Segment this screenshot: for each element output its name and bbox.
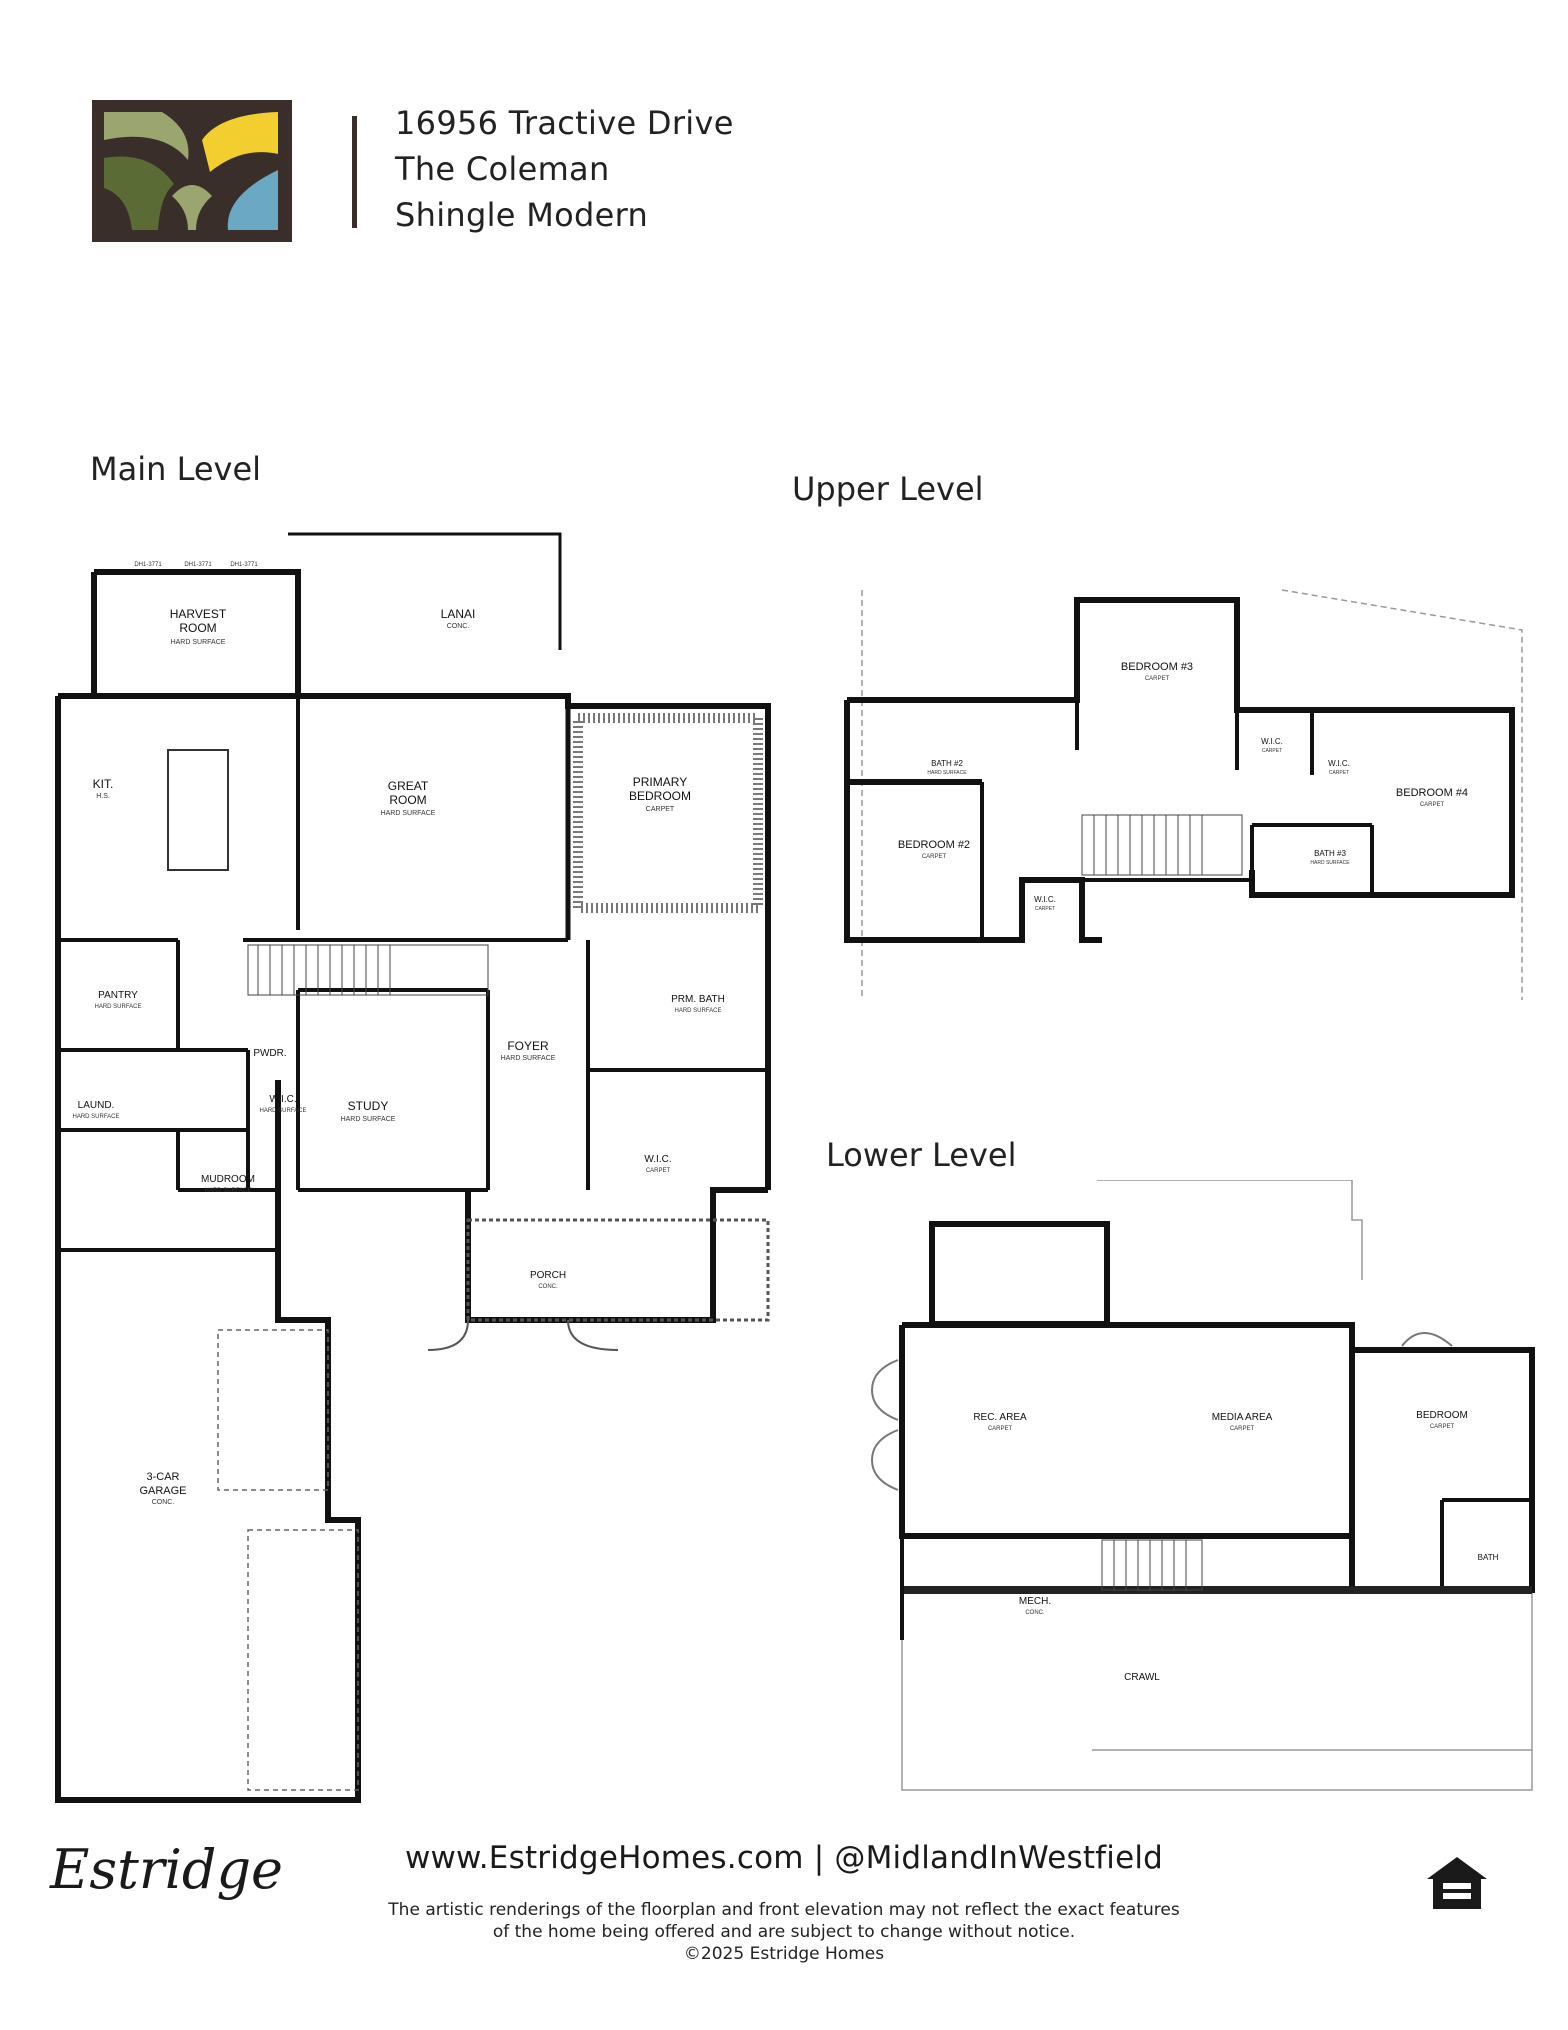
mudroom-label: MUDROOM: [201, 1174, 255, 1185]
svg-text:HARD SURFACE: HARD SURFACE: [171, 639, 226, 646]
kitchen-label: KIT.: [93, 777, 114, 791]
wic-upper-3-label: W.I.C.: [1034, 895, 1056, 904]
svg-text:HARD SURFACE: HARD SURFACE: [94, 1004, 141, 1010]
svg-text:HARD SURFACE: HARD SURFACE: [381, 810, 436, 817]
svg-text:CARPET: CARPET: [1262, 748, 1282, 754]
main-level-title: Main Level: [90, 450, 262, 488]
wic-study-label: W.I.C.: [269, 1094, 296, 1105]
bath-lower-label: BATH: [1478, 1553, 1499, 1562]
harvest-room-label: HARVEST: [170, 607, 227, 621]
svg-text:CARPET: CARPET: [1430, 1424, 1455, 1430]
svg-text:H.S.: H.S.: [96, 793, 110, 800]
primary-bath-label: PRM. BATH: [671, 994, 725, 1005]
laundry-label: LAUND.: [78, 1100, 115, 1111]
rec-area-label: REC. AREA: [973, 1412, 1027, 1423]
svg-text:DH1-3771: DH1-3771: [230, 562, 258, 568]
estridge-wordmark: Estridge: [40, 1832, 300, 1916]
main-level-plan: HARVEST ROOM HARD SURFACE LANAI CONC. KI…: [48, 490, 788, 1840]
svg-text:HARD SURFACE: HARD SURFACE: [341, 1116, 396, 1123]
window-tag: DH1-3771: [134, 562, 162, 568]
bedroom-2-label: BEDROOM #2: [898, 839, 970, 851]
svg-text:CARPET: CARPET: [1145, 676, 1170, 682]
svg-text:HARD SURFACE: HARD SURFACE: [1310, 860, 1350, 866]
svg-text:HARD SURFACE: HARD SURFACE: [501, 1055, 556, 1062]
wic-upper-2-label: W.I.C.: [1328, 759, 1350, 768]
mech-label: MECH.: [1019, 1596, 1051, 1607]
svg-text:CARPET: CARPET: [646, 1168, 671, 1174]
study-label: STUDY: [348, 1099, 389, 1113]
style-name: Shingle Modern: [395, 196, 649, 234]
lower-level-plan: REC. AREA CARPET MEDIA AREA CARPET BEDRO…: [842, 1180, 1542, 1820]
great-room-label: GREAT: [388, 779, 429, 793]
lower-level-title: Lower Level: [826, 1136, 1017, 1174]
garage-label: 3-CAR: [146, 1471, 179, 1483]
disclaimer-line-2: of the home being offered and are subjec…: [492, 1922, 1076, 1942]
lanai-label: LANAI: [441, 607, 476, 621]
svg-text:CONC.: CONC.: [538, 1284, 558, 1290]
svg-text:CARPET: CARPET: [922, 854, 947, 860]
midland-m-logo-icon: [92, 100, 292, 246]
svg-text:CONC.: CONC.: [1025, 1610, 1045, 1616]
svg-text:CONC.: CONC.: [447, 623, 470, 630]
bedroom-lower-label: BEDROOM: [1416, 1410, 1468, 1421]
svg-text:CARPET: CARPET: [988, 1426, 1013, 1432]
svg-text:CARPET: CARPET: [646, 806, 675, 813]
svg-text:BEDROOM: BEDROOM: [629, 789, 691, 803]
svg-text:HARD SURFACE: HARD SURFACE: [259, 1108, 306, 1114]
upper-level-plan: BEDROOM #3 CARPET BATH #2 HARD SURFACE W…: [842, 560, 1532, 1010]
upper-level-title: Upper Level: [792, 470, 984, 508]
model-name: The Coleman: [395, 150, 610, 188]
equal-housing-icon: [1425, 1855, 1489, 1915]
media-area-label: MEDIA AREA: [1212, 1412, 1273, 1423]
porch-label: PORCH: [530, 1270, 566, 1281]
svg-text:CARPET: CARPET: [1230, 1426, 1255, 1432]
crawl-label: CRAWL: [1124, 1672, 1160, 1683]
svg-text:GARAGE: GARAGE: [139, 1485, 186, 1497]
address-line: 16956 Tractive Drive: [395, 104, 734, 142]
svg-text:HARD SURFACE: HARD SURFACE: [674, 1008, 721, 1014]
estridge-wordmark-text: Estridge: [49, 1838, 283, 1901]
wic-primary-label: W.I.C.: [644, 1154, 671, 1165]
svg-text:CARPET: CARPET: [1035, 906, 1055, 912]
bath-2-label: BATH #2: [931, 759, 963, 768]
svg-text:CONC.: CONC.: [152, 1499, 175, 1506]
header-divider: [352, 116, 357, 228]
foyer-label: FOYER: [507, 1039, 549, 1053]
svg-text:ROOM: ROOM: [389, 793, 426, 807]
copyright: ©2025 Estridge Homes: [683, 1944, 885, 1964]
svg-text:CARPET: CARPET: [1329, 770, 1349, 776]
svg-text:HARD SURFACE: HARD SURFACE: [204, 1188, 251, 1194]
disclaimer-line-1: The artistic renderings of the floorplan…: [388, 1900, 1180, 1920]
bedroom-4-label: BEDROOM #4: [1396, 787, 1468, 799]
svg-text:CARPET: CARPET: [1420, 802, 1445, 808]
bath-3-label: BATH #3: [1314, 849, 1346, 858]
powder-label: PWDR.: [253, 1048, 286, 1059]
svg-text:ROOM: ROOM: [179, 621, 216, 635]
svg-text:DH1-3771: DH1-3771: [184, 562, 212, 568]
primary-bedroom-label: PRIMARY: [633, 775, 687, 789]
svg-text:HARD SURFACE: HARD SURFACE: [72, 1114, 119, 1120]
svg-text:HARD SURFACE: HARD SURFACE: [927, 770, 967, 776]
wic-upper-1-label: W.I.C.: [1261, 737, 1283, 746]
footer-links[interactable]: www.EstridgeHomes.com | @MidlandInWestfi…: [404, 1840, 1164, 1876]
bedroom-3-label: BEDROOM #3: [1121, 661, 1193, 673]
pantry-label: PANTRY: [98, 990, 138, 1001]
